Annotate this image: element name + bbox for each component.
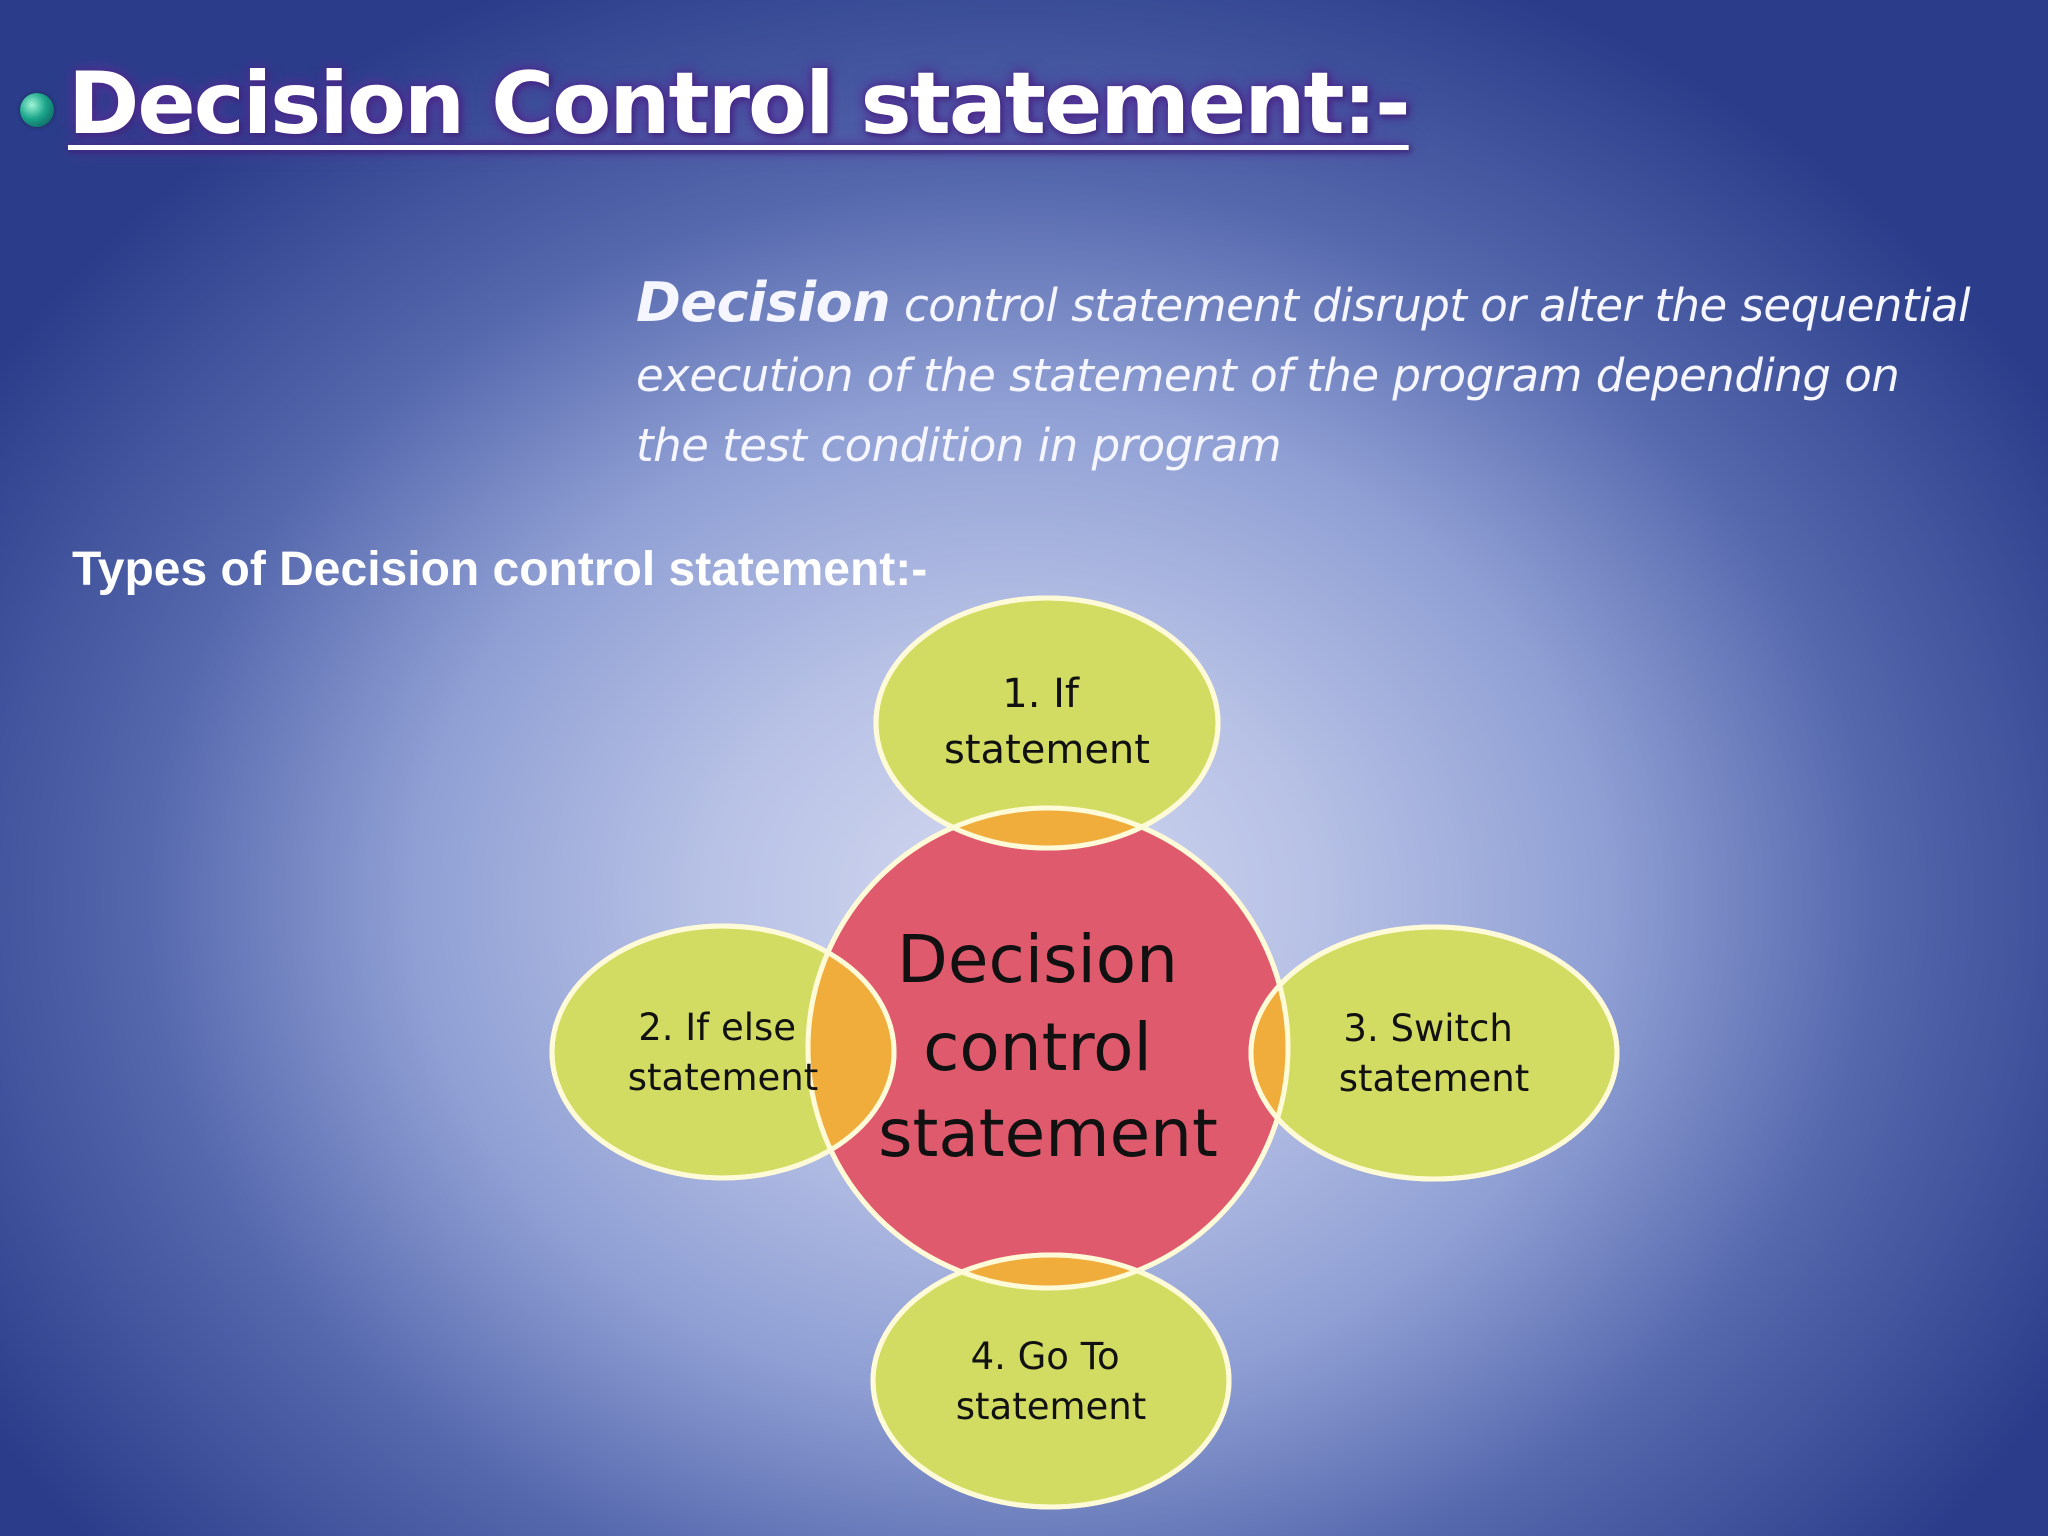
types-heading: Types of Decision control statement:-	[72, 543, 928, 596]
globe-bullet-icon	[20, 93, 54, 127]
satellite-switch-label: 3. Switch statement	[1339, 1007, 1530, 1100]
center-label-line: control	[923, 1009, 1152, 1086]
satellite-if-outline	[873, 595, 1221, 851]
satellite-switch-outline	[1248, 924, 1620, 1182]
center-label-line: statement	[878, 1095, 1218, 1172]
satellite-goto-outline	[870, 1252, 1232, 1510]
satellite-label-line: 4. Go To	[971, 1335, 1120, 1378]
satellite-label-line: statement	[956, 1385, 1147, 1428]
satellite-if-label: 1. If statement	[944, 671, 1150, 773]
satellite-if-else-label: 2. If else statement	[628, 1006, 819, 1099]
description-lead: Decision	[636, 271, 891, 334]
satellite-goto-label: 4. Go To statement	[956, 1335, 1147, 1428]
description-rest: control statement disrupt or alter the s…	[636, 279, 1971, 472]
satellite-label-line: 2. If else	[638, 1006, 796, 1049]
satellite-label-line: statement	[1339, 1057, 1530, 1100]
description-text: Decision control statement disrupt or al…	[636, 268, 1976, 481]
center-label: Decision control statement	[878, 921, 1218, 1172]
satellite-if-else-outline	[549, 923, 897, 1181]
center-outline	[805, 805, 1291, 1291]
center-label-line: Decision	[897, 921, 1178, 998]
satellite-label-line: statement	[628, 1056, 819, 1099]
satellite-label-line: statement	[944, 727, 1150, 773]
outlines	[549, 595, 1620, 1510]
title-row: Decision Control statement:-	[20, 54, 1411, 154]
satellite-label-line: 3. Switch	[1343, 1007, 1512, 1050]
slide-title: Decision Control statement:-	[68, 54, 1411, 154]
satellite-label-line: 1. If	[1002, 671, 1080, 717]
